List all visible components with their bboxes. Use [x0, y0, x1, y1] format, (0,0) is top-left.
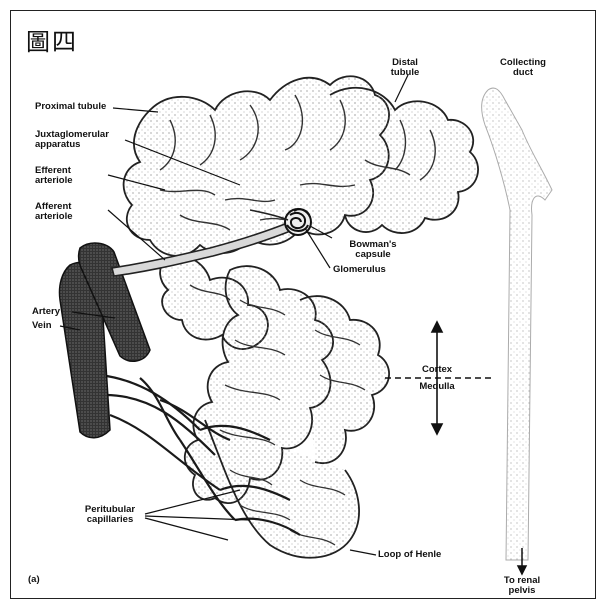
label-collecting-line2: duct	[478, 68, 568, 78]
label-bowmans-line2: capsule	[333, 250, 413, 260]
cortex-medulla-marker	[385, 322, 492, 434]
label-medulla: Medulla	[397, 382, 477, 392]
label-artery: Artery	[32, 307, 60, 317]
label-efferent-line2: arteriole	[35, 176, 73, 186]
label-vein: Vein	[32, 321, 52, 331]
label-cortex: Cortex	[397, 365, 477, 375]
label-proximal-tubule: Proximal tubule	[35, 102, 106, 112]
label-juxtaglomerular-line2: apparatus	[35, 140, 80, 150]
label-afferent-line2: arteriole	[35, 212, 73, 222]
label-renal-line2: pelvis	[487, 586, 557, 596]
label-loop-of-henle: Loop of Henle	[378, 550, 441, 560]
label-distal-line2: tubule	[380, 68, 430, 78]
collecting-duct	[482, 88, 552, 560]
label-glomerulus: Glomerulus	[333, 265, 386, 275]
label-panel: (a)	[28, 575, 40, 585]
label-peritubular-line2: capillaries	[70, 515, 150, 525]
